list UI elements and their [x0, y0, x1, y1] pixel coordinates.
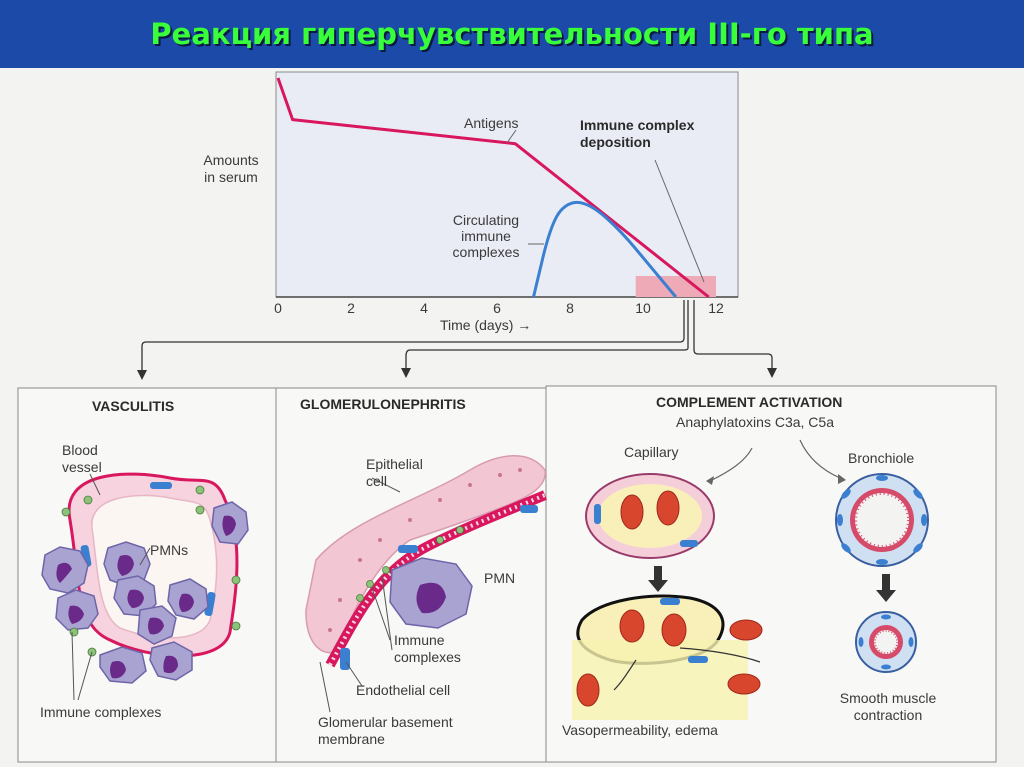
epithelial-cell-label: Epithelial cell: [366, 456, 423, 489]
anaphylatoxins-label: Anaphylatoxins C3a, C5a: [676, 414, 834, 430]
glomerular-immune-complexes: [356, 526, 464, 602]
x-tick-label: 2: [347, 300, 355, 316]
bronchiole-muscle-cells: [837, 475, 927, 565]
smooth-muscle-label: Smooth muscle contraction: [839, 690, 937, 723]
x-tick-label: 12: [708, 300, 724, 316]
vasopermeability-label: Vasopermeability, edema: [562, 722, 718, 738]
bronchiole-label: Bronchiole: [848, 450, 915, 466]
x-axis-label: Time (days) →: [440, 317, 532, 333]
antigens-pointer: [506, 129, 517, 144]
arrows-anaphylatoxins: [711, 439, 841, 481]
title-banner: Реакция гиперчувствительности III-го тип…: [0, 0, 1024, 68]
blood-vessel-label: Blood vessel: [62, 442, 102, 475]
arrow-head-glomerulonephritis: [401, 368, 411, 378]
vasculitis-leaders: [71, 473, 151, 701]
pmn-nuclei: [56, 515, 236, 679]
arrow-head-vasculitis: [137, 370, 147, 380]
x-tick-label: 0: [274, 300, 282, 316]
complement-title: COMPLEMENT ACTIVATION: [656, 394, 843, 410]
contracted-bronchiole: [855, 611, 917, 673]
immune-complex-deposition-label: Immune complex deposition: [580, 117, 695, 150]
pmn-label: PMN: [484, 570, 516, 586]
chart-plot-area: [275, 71, 739, 298]
bronchiole-down-arrow: [876, 574, 896, 602]
glomerulo-immune-complexes-label: Immune complexes: [394, 632, 461, 665]
pmns-label: PMNs: [150, 542, 189, 558]
antigens-line: [276, 77, 710, 299]
capillary-label: Capillary: [624, 444, 679, 460]
vasculitis-immune-complexes-label: Immune complexes: [40, 704, 162, 720]
x-tick-label: 6: [493, 300, 501, 316]
capillary-cross-section: [585, 473, 715, 559]
vasculitis-title: VASCULITIS: [92, 398, 175, 414]
gbm-label: Glomerular basement membrane: [318, 714, 453, 747]
bronchiole-cross-section: [835, 473, 929, 567]
arrow-head-complement: [767, 368, 777, 378]
edema-capillary: [572, 594, 763, 720]
glomerular-pmn: [389, 557, 473, 629]
endothelial-cell-label: Endothelial cell: [356, 682, 451, 698]
epithelial-dots: [328, 468, 522, 632]
x-tick-label: 4: [420, 300, 428, 316]
slide-title: Реакция гиперчувствительности III-го тип…: [150, 17, 874, 51]
x-tick-label: 10: [635, 300, 651, 316]
glomerulonephritis-title: GLOMERULONEPHRITIS: [300, 396, 466, 412]
capillary-down-arrow: [648, 566, 668, 592]
y-axis-label: Amounts in serum: [203, 152, 259, 185]
x-tick-label: 8: [566, 300, 574, 316]
connector-arrows: [141, 300, 773, 372]
deposition-pointer: [654, 159, 705, 283]
deposition-zone: [635, 276, 716, 297]
antigens-label: Antigens: [464, 115, 519, 131]
glomerulo-leaders: [319, 477, 401, 713]
circulating-immune-complexes-label: Circulating immune complexes: [452, 212, 520, 260]
circulating-immune-complexes-line: [532, 200, 678, 298]
